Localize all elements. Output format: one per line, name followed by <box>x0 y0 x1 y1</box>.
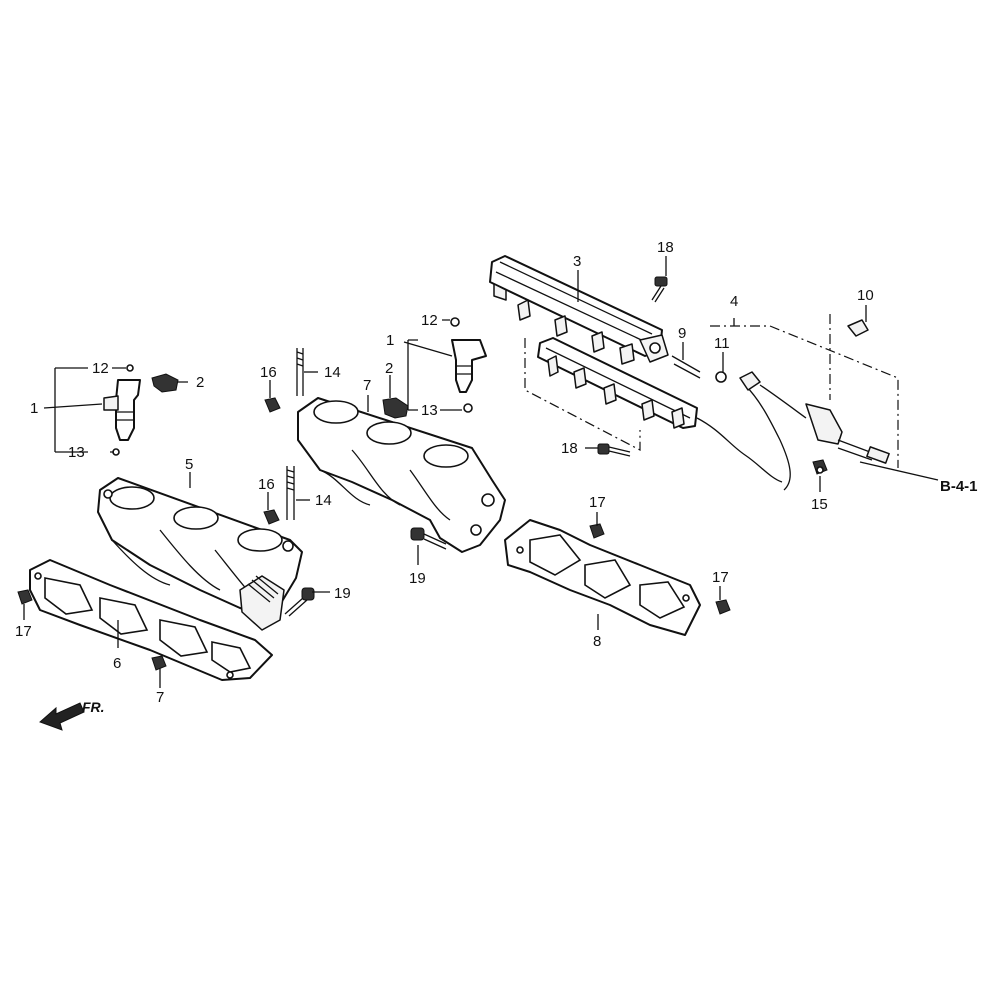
bolt-19-left <box>284 587 315 617</box>
callout-7-bottom: 7 <box>156 689 164 706</box>
callout-17-left: 17 <box>15 623 32 640</box>
callout-4: 4 <box>730 293 738 310</box>
callout-14-lower: 14 <box>315 492 332 509</box>
front-direction-label: FR. <box>82 699 105 715</box>
bolt-18-top <box>651 276 668 303</box>
injector-mid <box>450 317 487 413</box>
callout-7-mid: 7 <box>363 377 371 394</box>
callout-9: 9 <box>678 325 686 342</box>
leader-ref <box>859 461 939 481</box>
bolt-18-mid <box>597 443 631 457</box>
callout-1-mid: 1 <box>386 332 394 349</box>
callout-6: 6 <box>113 655 121 672</box>
reference-label: B-4-1 <box>940 478 978 495</box>
nut-7-bottom <box>151 655 167 671</box>
callout-10: 10 <box>857 287 874 304</box>
callout-3: 3 <box>573 253 581 270</box>
callout-8: 8 <box>593 633 601 650</box>
nut-16-lower <box>263 509 280 525</box>
intake-manifold-left <box>97 477 303 631</box>
callout-19-mid: 19 <box>409 570 426 587</box>
nut-16-top <box>264 397 281 413</box>
callout-2-mid: 2 <box>385 360 393 377</box>
callout-13-mid: 13 <box>421 402 438 419</box>
callout-13-left: 13 <box>68 444 85 461</box>
callout-18-mid: 18 <box>561 440 578 457</box>
stud-14-top <box>296 348 304 396</box>
callout-15: 15 <box>811 496 828 513</box>
gasket-right <box>504 519 701 636</box>
callout-12-left: 12 <box>92 360 109 377</box>
callout-12-mid: 12 <box>421 312 438 329</box>
callout-17-mid: 17 <box>589 494 606 511</box>
clip-2-mid <box>382 397 409 419</box>
nut-17-mid <box>589 523 605 539</box>
callout-16-lower: 16 <box>258 476 275 493</box>
callout-17-right: 17 <box>712 569 729 586</box>
intake-manifold-right <box>297 397 506 553</box>
front-direction-arrow-icon: FR. <box>39 699 105 731</box>
injector-left <box>103 364 141 456</box>
leader-lines <box>23 256 867 688</box>
stud-14-lower <box>286 466 295 520</box>
callout-14-top: 14 <box>324 364 341 381</box>
callout-18-top: 18 <box>657 239 674 256</box>
fuel-rail <box>537 337 890 491</box>
callout-16-top: 16 <box>260 364 277 381</box>
callout-5: 5 <box>185 456 193 473</box>
callout-19-left: 19 <box>334 585 351 602</box>
clip-2-left <box>151 373 179 393</box>
gasket-left <box>29 559 273 681</box>
callout-1-left: 1 <box>30 400 38 417</box>
nut-17-right <box>715 599 731 615</box>
small-parts-right <box>671 319 869 475</box>
nut-17-left <box>17 589 33 605</box>
fuel-rail-cover <box>489 255 669 365</box>
callout-11: 11 <box>714 335 730 352</box>
callout-2-left: 2 <box>196 374 204 391</box>
assembly-outline-4 <box>524 314 899 468</box>
bolt-19-mid <box>410 527 447 550</box>
